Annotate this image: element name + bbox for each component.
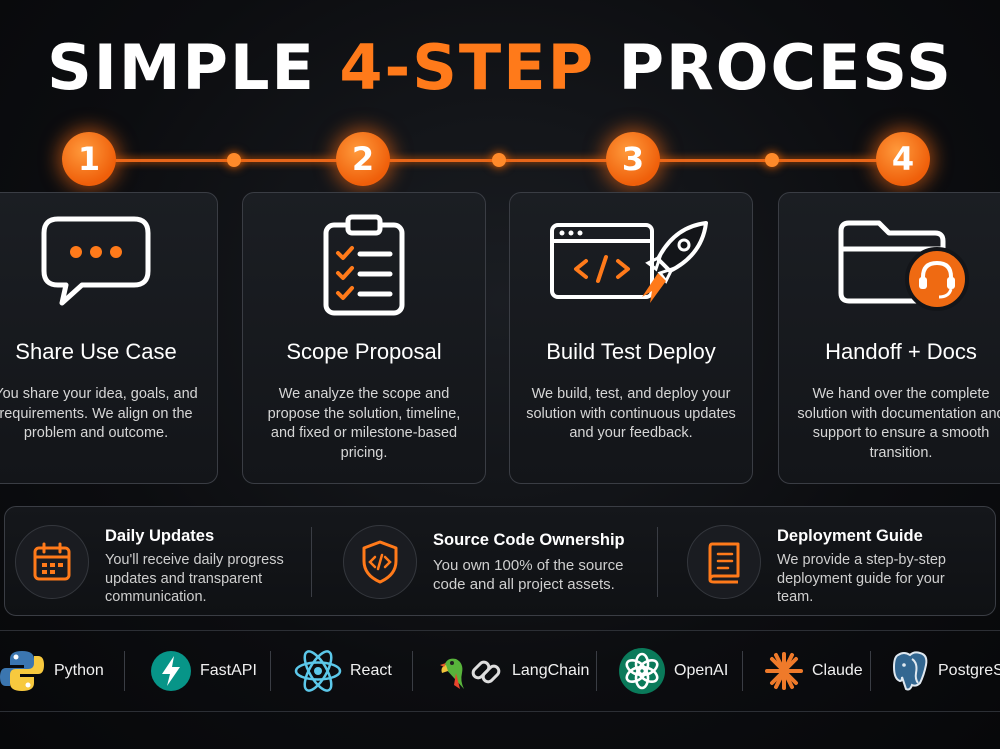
step-number-4: 4	[876, 132, 930, 186]
tech-item-postgresql: PostgreSQL	[890, 631, 1000, 711]
timeline-dot	[492, 153, 506, 167]
divider	[742, 651, 743, 691]
feature-title: Deployment Guide	[777, 527, 923, 545]
step-number-2: 2	[336, 132, 390, 186]
divider	[596, 651, 597, 691]
claude-icon	[765, 652, 803, 690]
tech-item-fastapi: FastAPI	[150, 631, 257, 711]
step-description: You share your idea, goals, and requirem…	[0, 386, 198, 441]
title-part-1: SIMPLE	[47, 31, 340, 104]
clipboard-checklist-icon	[323, 214, 405, 316]
timeline-dot	[227, 153, 241, 167]
fastapi-icon	[151, 651, 191, 691]
step-number-1: 1	[62, 132, 116, 186]
tech-item-python: Python	[0, 631, 104, 711]
feature-title: Daily Updates	[105, 527, 215, 545]
step-timeline: 1 2 3 4	[0, 130, 1000, 190]
shield-code-icon	[362, 540, 398, 584]
book-icon	[708, 542, 740, 584]
features-panel: Daily Updates You'll receive daily progr…	[4, 506, 996, 616]
tech-label: Python	[54, 662, 104, 679]
tech-label: LangChain	[512, 662, 590, 679]
react-icon	[294, 650, 342, 692]
feature-icon-circle	[687, 525, 761, 599]
tech-label: Claude	[812, 662, 863, 679]
tech-label: React	[350, 662, 392, 679]
python-icon	[0, 651, 44, 691]
step-number-3: 3	[606, 132, 660, 186]
calendar-icon	[33, 542, 71, 581]
step-description: We analyze the scope and propose the sol…	[267, 386, 461, 461]
divider	[412, 651, 413, 691]
folder-headset-icon	[838, 220, 969, 311]
openai-icon	[619, 648, 665, 694]
timeline-dot	[765, 153, 779, 167]
divider	[311, 527, 312, 597]
page-title: SIMPLE 4-STEP PROCESS	[0, 28, 1000, 108]
step-title: Build Test Deploy	[546, 339, 716, 364]
divider	[124, 651, 125, 691]
tech-label: OpenAI	[674, 662, 729, 679]
title-part-2: PROCESS	[595, 31, 953, 104]
tech-item-langchain: LangChain	[434, 631, 589, 711]
code-window-rocket-icon	[550, 221, 708, 303]
feature-description: We provide a step-by-step deployment gui…	[777, 552, 946, 605]
tech-label: PostgreSQL	[938, 662, 1000, 679]
feature-source-code-ownership: Source Code Ownership You own 100% of th…	[333, 507, 663, 617]
tech-item-claude: Claude	[764, 631, 863, 711]
feature-icon-circle	[15, 525, 89, 599]
step-card-1: Share Use Case You share your idea, goal…	[0, 192, 218, 484]
tech-item-react: React	[294, 631, 392, 711]
divider	[870, 651, 871, 691]
langchain-icon	[440, 658, 501, 689]
feature-title: Source Code Ownership	[433, 531, 625, 549]
tech-label: FastAPI	[200, 662, 257, 679]
divider	[270, 651, 271, 691]
tech-stack-strip: Python FastAPI React LangChain	[0, 630, 1000, 712]
step-description: We build, test, and deploy your solution…	[526, 386, 736, 441]
divider	[657, 527, 658, 597]
feature-description: You own 100% of the source code and all …	[433, 557, 624, 593]
step-title: Share Use Case	[15, 339, 177, 364]
title-accent: 4-STEP	[339, 31, 596, 104]
chat-bubble-icon	[41, 216, 151, 306]
step-card-4: Handoff + Docs We hand over the complete…	[778, 192, 1000, 484]
feature-description: You'll receive daily progress updates an…	[105, 552, 284, 605]
step-card-2: Scope Proposal We analyze the scope and …	[242, 192, 486, 484]
feature-icon-circle	[343, 525, 417, 599]
step-description: We hand over the complete solution with …	[797, 386, 1000, 461]
postgresql-icon	[892, 651, 928, 691]
tech-item-openai: OpenAI	[618, 631, 728, 711]
feature-deployment-guide: Deployment Guide We provide a step-by-st…	[677, 507, 987, 617]
feature-daily-updates: Daily Updates You'll receive daily progr…	[5, 507, 315, 617]
step-title: Handoff + Docs	[825, 339, 977, 364]
step-title: Scope Proposal	[286, 339, 442, 364]
step-card-3: Build Test Deploy We build, test, and de…	[509, 192, 753, 484]
